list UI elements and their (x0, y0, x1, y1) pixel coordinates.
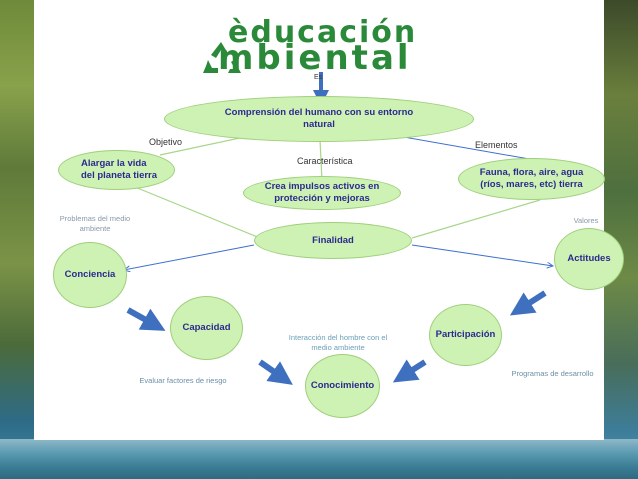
link-fauna-finalidad (411, 199, 541, 239)
left-nature-border (0, 0, 34, 479)
node-conocimiento: Conocimiento (305, 354, 380, 418)
label-valores: Valores (573, 216, 599, 225)
title-logo: èducación mbiental (98, 8, 515, 78)
arrow-finalidad-actitudes (411, 244, 553, 266)
node-conciencia: Conciencia (53, 242, 127, 308)
arrow-actitudes-participacion (509, 290, 547, 316)
node-crea: Crea impulsos activos en protección y me… (243, 176, 401, 210)
arrow-finalidad-conciencia (124, 244, 255, 270)
label-programas: Programas de desarrollo (511, 369, 594, 378)
label-objetivo: Objetivo (149, 137, 183, 147)
label-evaluar: Evaluar factores de riesgo (139, 376, 227, 385)
node-alargar: Alargar la vida del planeta tierra (58, 150, 175, 190)
arrow-capacidad-conocimiento (258, 359, 293, 385)
title-line-1: èducación (228, 15, 418, 50)
node-finalidad: Finalidad (254, 222, 412, 259)
node-actitudes: Actitudes (554, 228, 624, 290)
link-alargar-finalidad (129, 184, 261, 239)
node-fauna: Fauna, flora, aire, agua (ríos, mares, e… (458, 158, 605, 200)
label-problemas: Problemas del medio ambiente (59, 214, 131, 233)
label-interaccion: Interacción del hombre con el medio ambi… (288, 333, 388, 352)
title-line-2: mbiental (218, 38, 412, 78)
label-elementos: Elementos (475, 140, 518, 150)
node-comprension: Comprensión del humano con su entorno na… (164, 96, 474, 142)
bottom-water-border (0, 439, 638, 479)
label-caracteristica: Característica (297, 156, 353, 166)
arrow-participacion-conocimiento (392, 359, 427, 383)
arrow-conciencia-capacidad (126, 307, 166, 331)
label-es: Es (314, 74, 323, 81)
recycle-icon (203, 42, 241, 73)
node-participacion: Participación (429, 304, 502, 366)
link-caracteristica (319, 139, 323, 182)
node-capacidad: Capacidad (170, 296, 243, 360)
